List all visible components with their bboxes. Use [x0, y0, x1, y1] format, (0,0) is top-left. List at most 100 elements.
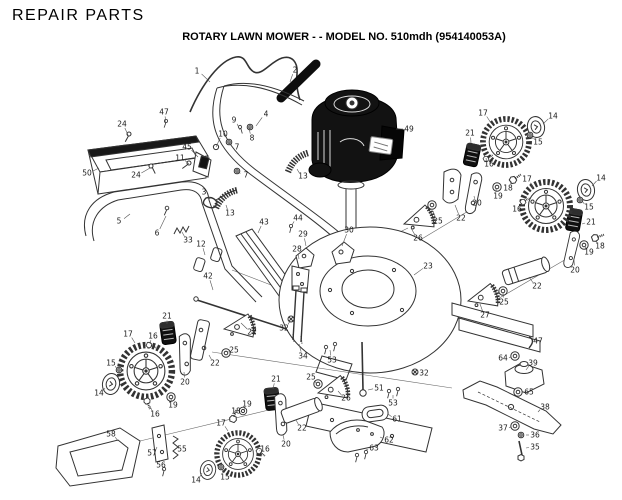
part-callout-44: 44	[293, 214, 303, 223]
callout-leader	[479, 303, 483, 312]
part-callout-53: 53	[327, 356, 337, 365]
callout-leader	[228, 142, 232, 146]
washer	[492, 182, 502, 192]
callout-leader	[289, 74, 293, 83]
part-callout-19: 19	[584, 248, 594, 257]
part-callout-16: 16	[260, 445, 270, 454]
engine-illustration	[308, 89, 405, 190]
part-callout-36: 36	[530, 431, 540, 440]
part-callout-15: 15	[106, 359, 116, 368]
part-callout-24: 24	[131, 171, 141, 180]
callout-leader	[149, 340, 152, 345]
height-adjuster-fan	[466, 283, 498, 309]
part-callout-19: 19	[168, 401, 178, 410]
page-title: REPAIR PARTS	[12, 7, 145, 24]
blade-assembly	[462, 336, 562, 462]
callout-leader	[297, 253, 300, 260]
callout-leader	[221, 468, 224, 473]
callout-leader	[296, 168, 300, 173]
callout-leader	[584, 245, 586, 249]
part-callout-19: 19	[493, 192, 503, 201]
callout-leader	[530, 135, 534, 140]
part-callout-1: 1	[195, 67, 200, 76]
part-callout-18: 18	[595, 242, 605, 251]
part-callout-39: 39	[528, 359, 538, 368]
part-callout-12: 12	[196, 240, 206, 249]
callout-leader	[365, 448, 369, 451]
callout-leader	[92, 167, 100, 172]
part-callout-22: 22	[210, 359, 220, 368]
callout-leader	[191, 149, 199, 158]
bolt	[163, 205, 170, 217]
part-callout-14: 14	[191, 476, 201, 485]
callout-leader	[215, 137, 221, 148]
rope-guide	[284, 149, 310, 174]
part-callout-14: 14	[596, 174, 606, 183]
part-callout-53: 53	[388, 399, 398, 408]
callout-leader	[272, 383, 275, 390]
part-callout-17: 17	[216, 419, 226, 428]
control-bracket	[192, 143, 220, 178]
screw	[395, 386, 401, 397]
callout-leader	[202, 248, 206, 256]
mower-deck	[278, 226, 541, 453]
hubcap	[198, 458, 218, 482]
part-callout-29: 29	[298, 230, 308, 239]
part-callout-28: 28	[292, 245, 302, 254]
part-callout-37: 37	[498, 424, 508, 433]
part-callout-4: 4	[264, 110, 269, 119]
callout-leader	[387, 413, 392, 418]
part-callout-16: 16	[148, 332, 158, 341]
part-callout-23: 23	[423, 262, 433, 271]
adjuster-grip-pad	[159, 320, 177, 346]
callout-leader	[199, 472, 203, 477]
part-callout-49: 49	[404, 125, 414, 134]
part-callout-17: 17	[123, 330, 133, 339]
callout-leader	[257, 225, 262, 234]
part-callout-7: 7	[244, 171, 249, 180]
part-callout-24: 24	[117, 120, 127, 129]
screw	[386, 388, 392, 399]
part-callout-21: 21	[586, 218, 596, 227]
wheel-arm-bracket	[190, 168, 551, 424]
part-callout-38: 38	[540, 403, 550, 412]
callout-leader	[298, 343, 302, 352]
part-callout-35: 35	[530, 443, 540, 452]
callout-leader	[486, 116, 492, 124]
part-callout-7: 7	[235, 143, 240, 152]
part-callout-9: 9	[232, 116, 237, 125]
screw	[288, 223, 294, 234]
part-callout-21: 21	[162, 312, 172, 321]
part-callout-56: 56	[156, 461, 166, 470]
callout-leader	[413, 268, 424, 276]
part-callout-8: 8	[250, 134, 255, 143]
bushing	[115, 366, 123, 374]
part-callout-14: 14	[548, 112, 558, 121]
callout-leader	[537, 409, 541, 413]
part-callout-20: 20	[180, 378, 190, 387]
callout-leader	[329, 349, 332, 356]
callout-leader	[410, 227, 415, 235]
washer	[246, 123, 254, 131]
callout-leader	[237, 171, 241, 174]
handle-foam-grip	[276, 59, 321, 103]
callout-leader	[473, 195, 475, 199]
wheel	[483, 119, 529, 165]
callout-leader	[103, 387, 106, 391]
callout-leader	[595, 239, 597, 243]
part-callout-64: 64	[498, 354, 508, 363]
part-callout-34: 34	[298, 352, 308, 361]
part-callout-63: 63	[369, 444, 379, 453]
callout-leader	[114, 437, 119, 442]
callout-leader	[155, 446, 158, 450]
part-callout-33: 33	[183, 236, 193, 245]
callout-leader	[581, 200, 585, 205]
adjuster-lever	[464, 171, 483, 215]
bushing	[217, 463, 225, 471]
part-callout-21: 21	[465, 129, 475, 138]
wheel	[120, 345, 172, 397]
part-callout-26: 26	[413, 234, 423, 243]
lower-handle	[84, 181, 263, 303]
part-callout-17: 17	[478, 109, 488, 118]
